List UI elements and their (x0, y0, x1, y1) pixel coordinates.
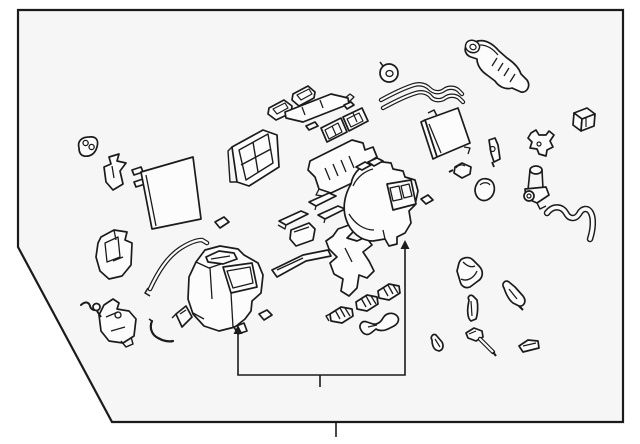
pin-cylinder (466, 294, 479, 322)
rubber-sleeve (430, 333, 444, 352)
foam-seal-pad-3 (377, 283, 401, 301)
blower-unit-clip (420, 194, 434, 205)
wavy-defroster-duct (464, 39, 530, 93)
screw-with-wire (80, 301, 102, 318)
heater-pipe-lower (380, 90, 466, 111)
zigzag-bracket (103, 153, 127, 191)
diamond-seal-pad (171, 305, 193, 328)
trapezoid-pad (518, 339, 540, 353)
foam-seal-pad-2 (355, 294, 379, 312)
blower-unit-assembly (343, 157, 419, 247)
foam-seal-pad-1 (325, 306, 354, 324)
oval-grommet (77, 136, 99, 158)
small-relay-box (572, 107, 596, 132)
callout-bracket (233, 240, 410, 437)
mode-actuator (98, 298, 137, 348)
small-clip-left (214, 216, 230, 229)
small-bolt (448, 162, 472, 179)
firewall-seal-bracket (325, 224, 375, 297)
heater-pipe-upper (378, 82, 465, 103)
intake-grille-frame (227, 129, 280, 187)
vent-pad-small-2 (291, 85, 316, 107)
evaporator-panel (131, 156, 202, 230)
side-duct-bracket (95, 229, 133, 280)
teardrop-cap (474, 177, 496, 202)
damper-frame-1 (320, 117, 348, 143)
small-clip-square-1 (305, 121, 319, 131)
round-grommet (379, 61, 399, 83)
seal-bar-2 (308, 192, 337, 211)
damper-frame-2 (342, 107, 369, 132)
heater-unit-clip (258, 309, 273, 321)
control-rod (144, 237, 210, 297)
seal-bar-1 (277, 210, 309, 230)
s-hose (543, 204, 597, 243)
angled-connector (502, 280, 526, 311)
funnel-boot (456, 256, 484, 289)
small-clip-square-2 (343, 101, 355, 110)
heater-core (420, 107, 471, 160)
drain-valve (523, 165, 550, 210)
lever-blade (488, 137, 501, 168)
callout-arrow (400, 240, 410, 249)
callout-arrow (233, 325, 243, 334)
seal-cup (289, 222, 316, 247)
star-bracket (527, 129, 555, 157)
wavy-link-bracket (359, 312, 400, 336)
bolt-screw (465, 327, 497, 357)
long-seal-strip (271, 249, 332, 278)
hook-wire (148, 318, 175, 343)
